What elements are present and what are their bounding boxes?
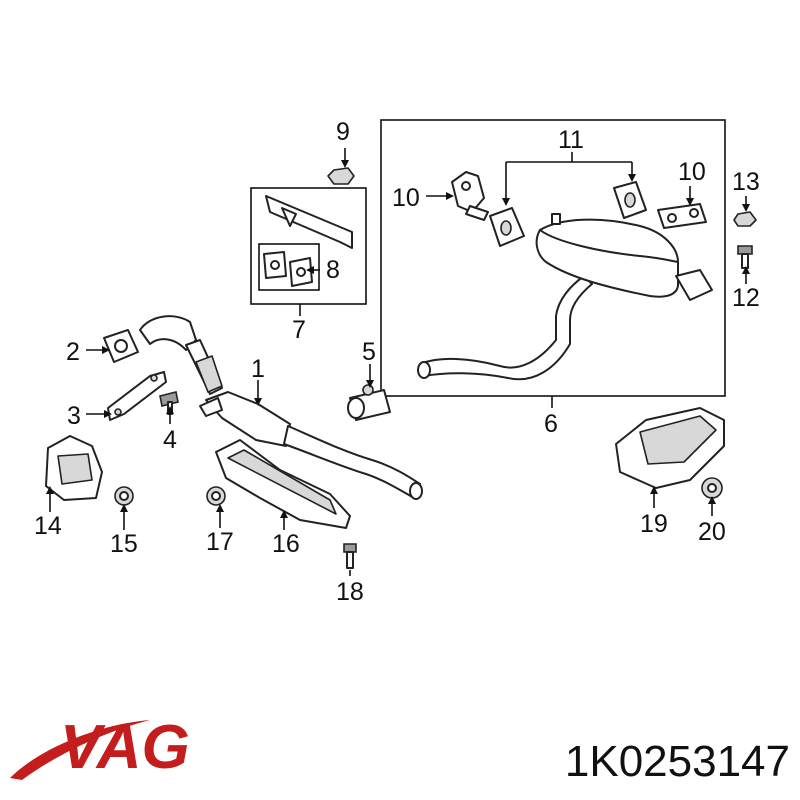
callout-2: 2 (66, 338, 80, 366)
pipe-clamp (347, 384, 391, 421)
callout-3: 3 (67, 402, 81, 430)
nut-9 (327, 167, 355, 185)
callout-12: 12 (732, 284, 760, 312)
callout-16: 16 (272, 530, 300, 558)
nut-20 (701, 477, 723, 499)
callout-4: 4 (163, 426, 177, 454)
bolt-18 (343, 543, 357, 569)
nut-17 (206, 486, 226, 506)
callout-15: 15 (110, 530, 138, 558)
callout-11: 11 (558, 126, 584, 154)
vag-logo: VAG (10, 713, 190, 782)
nut-13 (733, 211, 757, 227)
callout-6: 6 (544, 410, 558, 438)
hanger-bracket (265, 195, 353, 249)
callout-1: 1 (251, 355, 265, 383)
rubber-mounts (263, 251, 313, 287)
heat-shield-front (45, 435, 103, 501)
bolt-12 (737, 245, 753, 269)
callout-19: 19 (640, 510, 668, 538)
support-bracket (107, 371, 167, 421)
callout-10-right: 10 (678, 158, 706, 186)
bracket-group-box (250, 187, 367, 305)
leader-lines (46, 148, 750, 576)
mount-pair-box (258, 243, 320, 291)
muffler-mount-right (613, 181, 647, 219)
front-pipe-catalytic-converter (139, 315, 423, 500)
callout-7: 7 (292, 316, 306, 344)
callout-20: 20 (698, 518, 726, 546)
callout-8: 8 (326, 256, 340, 284)
callout-labels: 1 2 3 4 5 6 7 8 9 10 11 10 13 12 14 15 1… (34, 118, 760, 606)
callout-5: 5 (362, 338, 376, 366)
brand-name: VAG (60, 713, 190, 782)
hanger-left (451, 171, 489, 221)
rear-muffler-assembly (417, 213, 713, 381)
gasket (103, 329, 139, 363)
callout-9: 9 (336, 118, 350, 146)
callout-14: 14 (34, 512, 62, 540)
callout-17: 17 (206, 528, 234, 556)
nut-15 (114, 486, 134, 506)
callout-10-left: 10 (392, 184, 420, 212)
heat-shield-center (215, 439, 351, 529)
heat-shield-rear (615, 407, 725, 489)
muffler-mount-left (489, 207, 525, 247)
part-number: 1K0253147 (565, 737, 790, 786)
hanger-right (657, 203, 707, 229)
callout-18: 18 (336, 578, 364, 606)
callout-13: 13 (732, 168, 760, 196)
muffler-group-box (380, 119, 726, 397)
